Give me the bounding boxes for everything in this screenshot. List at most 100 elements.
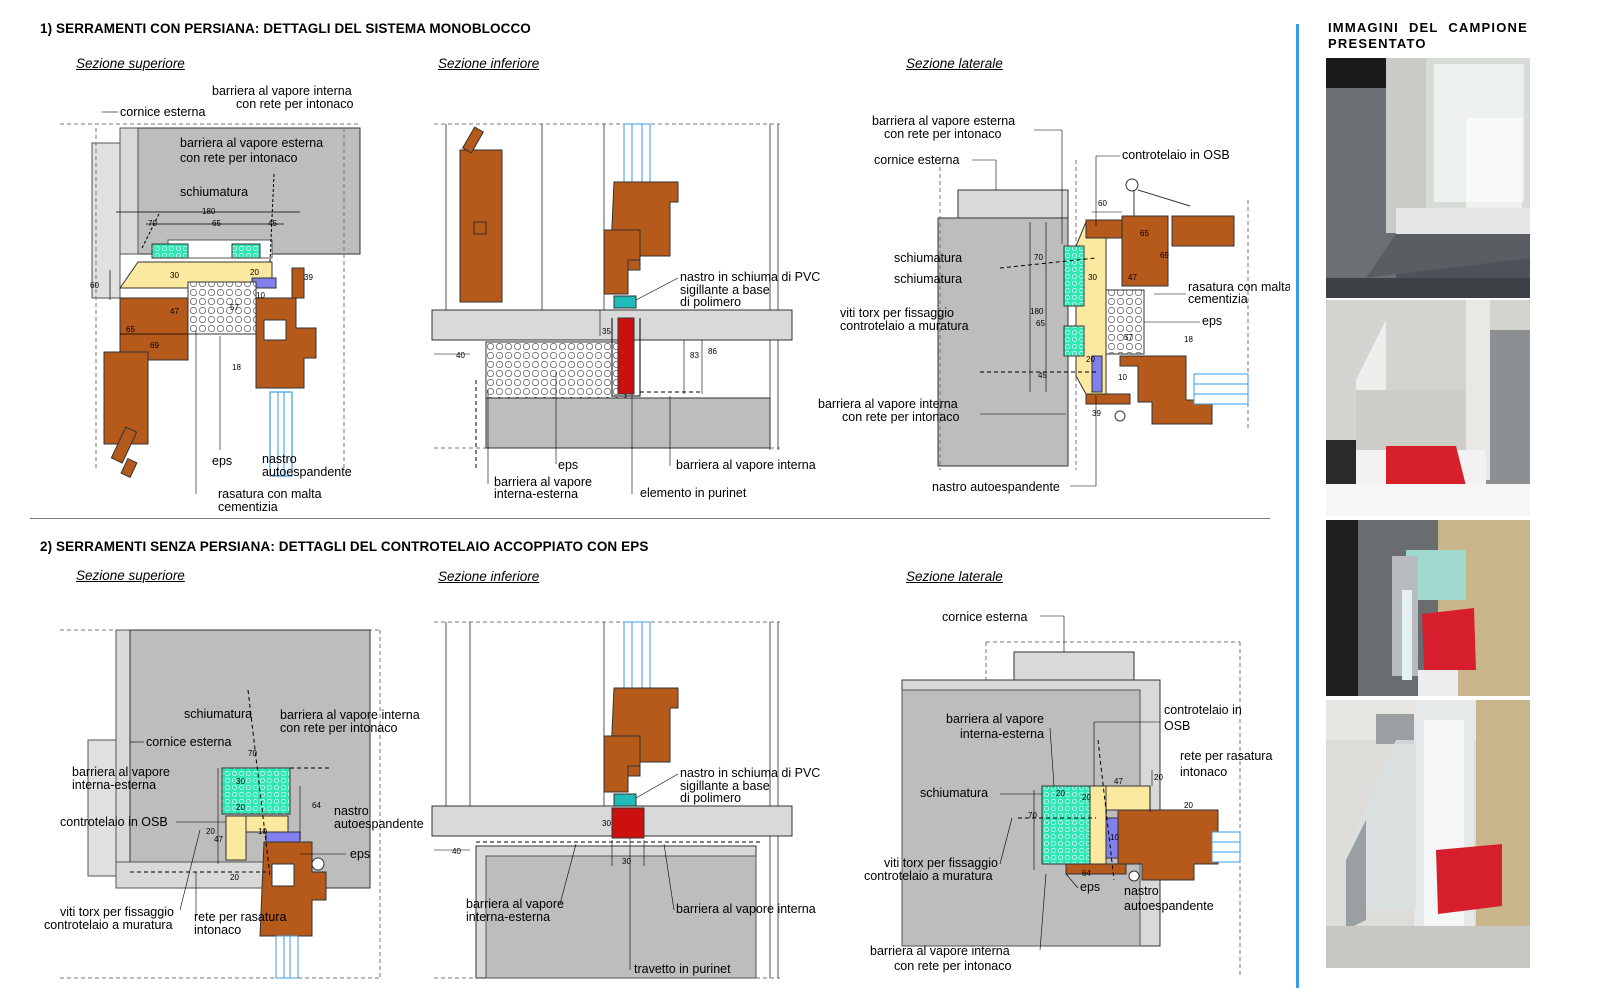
drawing-1b: nastro in schiuma di PVC sigillante a ba…: [431, 123, 820, 501]
callout-label: elemento in purinet: [640, 486, 747, 500]
dimension-value: 180: [1030, 307, 1044, 316]
dimension-value: 60: [90, 281, 99, 290]
dimension-value: 20: [1082, 793, 1091, 802]
sample-photo-4: [1326, 700, 1530, 968]
drawing-2c: cornice esterna barriera al vapore inter…: [864, 610, 1272, 978]
dimension-value: 30: [622, 857, 631, 866]
callout-label: barriera al vapore: [466, 897, 564, 911]
callout-label: controtelaio in OSB: [1122, 148, 1230, 162]
callout-label: con rete per intonaco: [180, 151, 297, 165]
dimension-value: 10: [1110, 833, 1119, 842]
dimension-value: 20: [1184, 801, 1193, 810]
callout-label: nastro autoespandente: [932, 480, 1060, 494]
drawing-2a: schiumatura barriera al vapore interna c…: [44, 629, 424, 979]
callout-label: nastro: [1124, 884, 1159, 898]
callout-label: con rete per intonaco: [236, 97, 353, 111]
dimension-value: 40: [456, 351, 465, 360]
purinet-beam: [611, 807, 645, 839]
callout-label: cornice esterna: [120, 105, 206, 119]
lintel-masonry: [129, 629, 371, 889]
callout-label: con rete per intonaco: [894, 959, 1011, 973]
callout-label: cornice esterna: [146, 735, 232, 749]
callout-label: con rete per intonaco: [280, 721, 397, 735]
callout-label: intonaco: [1180, 765, 1227, 779]
window-frame: [1119, 355, 1213, 425]
callout-label: rete per rasatura: [194, 910, 286, 924]
dimension-value: 57: [1124, 333, 1133, 342]
callout-label: cementizia: [218, 500, 278, 514]
technical-drawings: cornice esterna barriera al vapore inter…: [44, 84, 1290, 979]
callout-label: controtelaio a muratura: [840, 319, 969, 333]
external-cornice: [957, 189, 1069, 219]
dimension-value: 65: [1036, 319, 1045, 328]
callout-label: OSB: [1164, 719, 1190, 733]
sample-images-title: IMMAGINI DEL CAMPIONE PRESENTATO: [1328, 20, 1528, 51]
dimension-value: 70: [248, 749, 257, 758]
callout-label: rasatura con malta: [1188, 280, 1290, 294]
s1-subtitle-superiore: Sezione superiore: [76, 56, 185, 71]
callout-label: eps: [350, 847, 370, 861]
dimension-value: 47: [1114, 777, 1123, 786]
s1-subtitle-inferiore: Sezione inferiore: [438, 56, 540, 71]
dimension-value: 60: [1098, 199, 1107, 208]
callout-label: cornice esterna: [942, 610, 1028, 624]
jamb-masonry: [937, 217, 1069, 467]
callout-label: barriera al vapore esterna: [872, 114, 1015, 128]
dimension-value: 65: [1140, 229, 1149, 238]
dimension-value: 20: [1086, 355, 1095, 364]
callout-label: schiumatura: [920, 786, 988, 800]
callout-label: barriera al vapore: [72, 765, 170, 779]
photo-3-art: [1326, 520, 1530, 696]
section-2-title: 2) SERRAMENTI SENZA PERSIANA: DETTAGLI D…: [40, 539, 649, 554]
external-cornice: [1013, 651, 1135, 681]
callout-label: barriera al vapore: [946, 712, 1044, 726]
callout-label: autoespandente: [1124, 899, 1214, 913]
s1-subtitle-laterale: Sezione laterale: [906, 56, 1003, 71]
callout-label: eps: [558, 458, 578, 472]
callout-label: controtelaio a muratura: [44, 918, 173, 932]
callout-label: rasatura con malta: [218, 487, 322, 501]
callout-label: eps: [212, 454, 232, 468]
callout-label: barriera al vapore interna: [870, 944, 1010, 958]
drawing-2b: nastro in schiuma di PVC sigillante a ba…: [431, 621, 820, 979]
dimension-value: 47: [1128, 273, 1137, 282]
callout-label: schiumatura: [894, 251, 962, 265]
dimension-value: 64: [1082, 869, 1091, 878]
callout-label: barriera al vapore esterna: [180, 136, 323, 150]
callout-label: sigillante a base: [680, 779, 770, 793]
osb-subframe: [1089, 785, 1107, 867]
dimension-value: 70: [148, 219, 157, 228]
dimension-value: 10: [1118, 373, 1127, 382]
callout-label: barriera al vapore interna: [212, 84, 352, 98]
callout-label: barriera al vapore interna: [818, 397, 958, 411]
dimension-value: 70: [1028, 811, 1037, 820]
callout-label: nastro: [334, 804, 369, 818]
dimension-value: 45: [268, 219, 277, 228]
callout-label: controtelaio in OSB: [60, 815, 168, 829]
lintel-masonry: [119, 127, 361, 255]
callout-label: schiumatura: [894, 272, 962, 286]
dimension-value: 69: [150, 341, 159, 350]
callout-label: schiumatura: [180, 185, 248, 199]
dimension-value: 18: [232, 363, 241, 372]
sample-photo-2: [1326, 300, 1530, 516]
sample-photo-1: [1326, 58, 1530, 298]
dimension-value: 35: [602, 327, 611, 336]
dimension-value: 39: [1092, 409, 1101, 418]
dimension-value: 69: [1160, 251, 1169, 260]
callout-label: sigillante a base: [680, 283, 770, 297]
sample-photo-3: [1326, 520, 1530, 696]
dimension-value: 47: [170, 307, 179, 316]
dimension-value: 30: [170, 271, 179, 280]
callout-label: controtelaio a muratura: [864, 869, 993, 883]
callout-label: autoespandente: [334, 817, 424, 831]
dimension-value: 30: [602, 819, 611, 828]
s2-subtitle-laterale: Sezione laterale: [906, 569, 1003, 584]
window-frame: [255, 297, 317, 389]
photo-1-art: [1326, 58, 1530, 298]
callout-label: con rete per intonaco: [842, 410, 959, 424]
callout-label: barriera al vapore interna: [676, 458, 816, 472]
shutter-leaf: [459, 149, 503, 303]
eps-foam: [221, 767, 291, 815]
dimension-value: 20: [250, 268, 259, 277]
